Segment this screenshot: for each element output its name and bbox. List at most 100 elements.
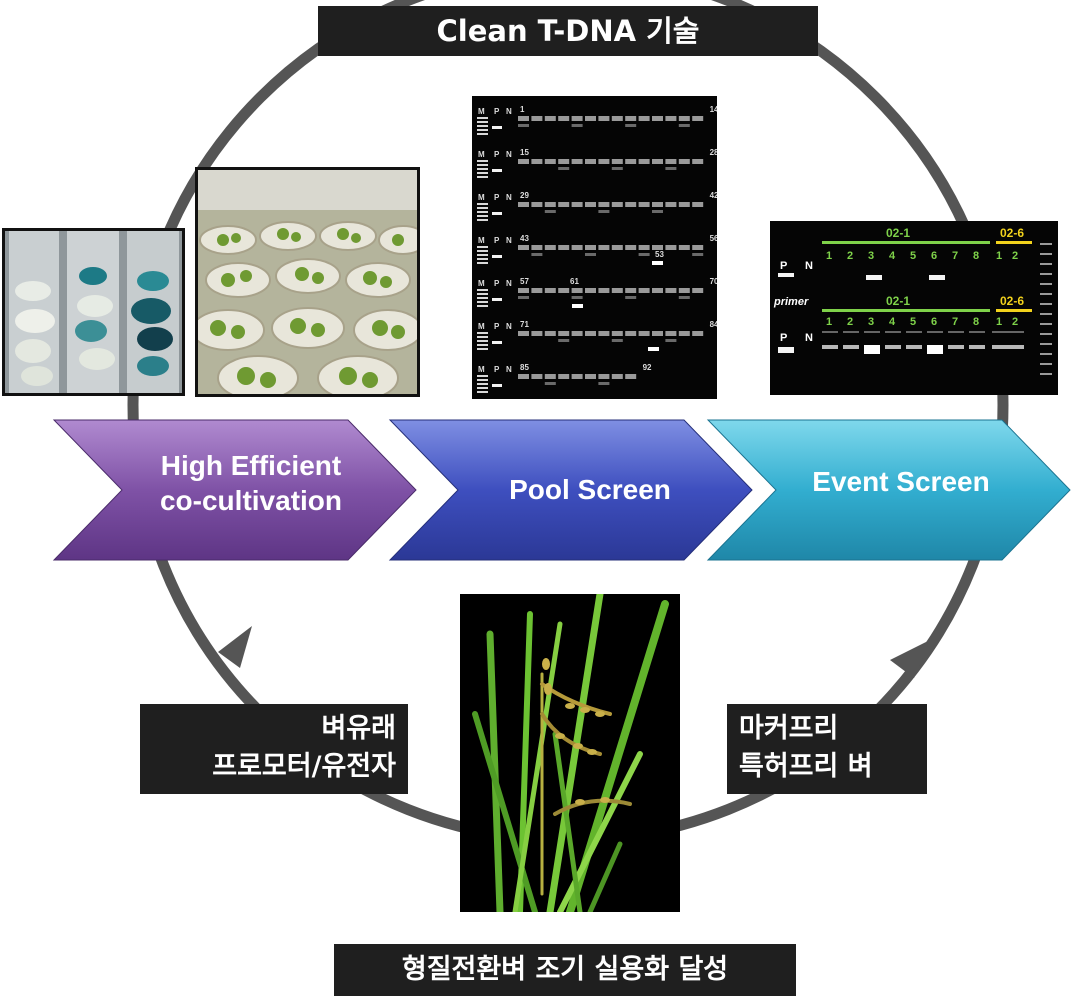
- gel-band: [518, 288, 529, 293]
- group-bar-a: [822, 241, 990, 244]
- gel-band: [625, 288, 637, 293]
- gel-marker-band: [477, 246, 488, 248]
- gel-band: [598, 288, 610, 293]
- gel-band: [598, 374, 610, 379]
- gel-marker-band: [477, 379, 488, 381]
- gel-band: [598, 245, 610, 250]
- gel-band: [638, 245, 650, 250]
- gel-band: [885, 331, 901, 333]
- lane-label-b: 2: [1012, 250, 1018, 262]
- gel-lane-m: M: [478, 236, 485, 245]
- gel-band: [678, 124, 690, 127]
- gel-band: [611, 202, 623, 207]
- gel-band: [585, 288, 596, 293]
- gel-marker-band: [1040, 283, 1052, 285]
- gel-band: [665, 245, 677, 250]
- bottom-label-text: 형질전환벼 조기 실용화 달성: [401, 954, 729, 985]
- gel-band: [492, 341, 502, 344]
- gel-band: [638, 288, 650, 293]
- gel-marker-band: [477, 387, 488, 389]
- gel-band: [665, 339, 677, 342]
- gel-band: [492, 126, 502, 129]
- gel-band: [648, 347, 659, 351]
- gel-marker-band: [477, 133, 488, 135]
- gel-lane-end: 92: [643, 363, 652, 372]
- gel-band: [692, 245, 704, 250]
- gel-band: [544, 374, 556, 379]
- gel-lane-m: M: [478, 107, 485, 116]
- gel-band: [692, 116, 704, 121]
- gel-band: [571, 296, 583, 299]
- gel-band: [531, 116, 543, 121]
- gel-lane-start: 71: [520, 320, 529, 329]
- gel-band: [518, 331, 529, 336]
- gel-band: [558, 245, 570, 250]
- gel-band: [638, 331, 650, 336]
- gel-band: [638, 202, 650, 207]
- gel-lane-m: M: [478, 279, 485, 288]
- gel-band: [585, 253, 596, 256]
- gel-marker-band: [477, 383, 488, 385]
- gel-lane-p: P: [494, 365, 500, 374]
- gel-band: [518, 245, 529, 250]
- gel-band: [531, 253, 543, 256]
- gel-band: [638, 116, 650, 121]
- gel-lane-end: 84: [710, 320, 717, 329]
- gel-band: [611, 374, 623, 379]
- lane-label-a2: 7: [952, 316, 958, 328]
- gel-band: [864, 345, 880, 354]
- gel-lane-n: N: [506, 365, 512, 374]
- gel-band: [929, 275, 945, 280]
- group-label-b2: 02-6: [1000, 294, 1024, 308]
- gel-band: [652, 210, 663, 213]
- lane-label-a: 7: [952, 250, 958, 262]
- gel-band: [822, 345, 838, 349]
- gel-band: [652, 202, 663, 207]
- gel-band: [906, 345, 922, 349]
- lane-label-a: 8: [973, 250, 979, 262]
- gel-band: [625, 116, 637, 121]
- bottom-label-box: 형질전환벼 조기 실용화 달성: [334, 944, 796, 996]
- gel-lane-m: M: [478, 150, 485, 159]
- gel-lane-end: 42: [710, 191, 717, 200]
- gel-band: [585, 159, 596, 164]
- gel-band: [652, 331, 663, 336]
- gel-band: [531, 202, 543, 207]
- gel-marker-band: [477, 340, 488, 342]
- gel-marker-band: [1040, 303, 1052, 305]
- p-label: P: [780, 260, 787, 272]
- gel-lane-end: 56: [710, 234, 717, 243]
- gel-band: [598, 159, 610, 164]
- gel-band: [611, 339, 623, 342]
- step-2-label: Pool Screen: [460, 472, 720, 507]
- gel-band: [492, 169, 502, 172]
- gel-lane-m: M: [478, 193, 485, 202]
- gel-band: [611, 116, 623, 121]
- title-box: Clean T-DNA 기술: [318, 6, 818, 56]
- gel-band: [531, 245, 543, 250]
- gel-marker-band: [1040, 353, 1052, 355]
- gel-band: [652, 116, 663, 121]
- lane-label-a: 3: [868, 250, 874, 262]
- gel-marker-band: [1040, 273, 1052, 275]
- n-label: N: [805, 260, 813, 272]
- group-label-b: 02-6: [1000, 226, 1024, 240]
- gel-band: [558, 339, 570, 342]
- gel-band: [906, 331, 922, 333]
- gel-marker-band: [477, 305, 488, 307]
- gel-band: [611, 159, 623, 164]
- gel-marker-band: [477, 301, 488, 303]
- gel-band: [544, 288, 556, 293]
- step-1-label: High Efficient co-cultivation: [120, 448, 382, 518]
- group-bar-a2: [822, 309, 990, 312]
- gel-band: [652, 159, 663, 164]
- step-1-line2: co-cultivation: [159, 485, 342, 516]
- gel-band: [571, 374, 583, 379]
- gel-band: [992, 345, 1008, 349]
- gel-band: [571, 288, 583, 293]
- chevron-step-3: [706, 419, 1071, 561]
- gel-band: [638, 159, 650, 164]
- gel-band: [692, 253, 704, 256]
- gel-band: [558, 116, 570, 121]
